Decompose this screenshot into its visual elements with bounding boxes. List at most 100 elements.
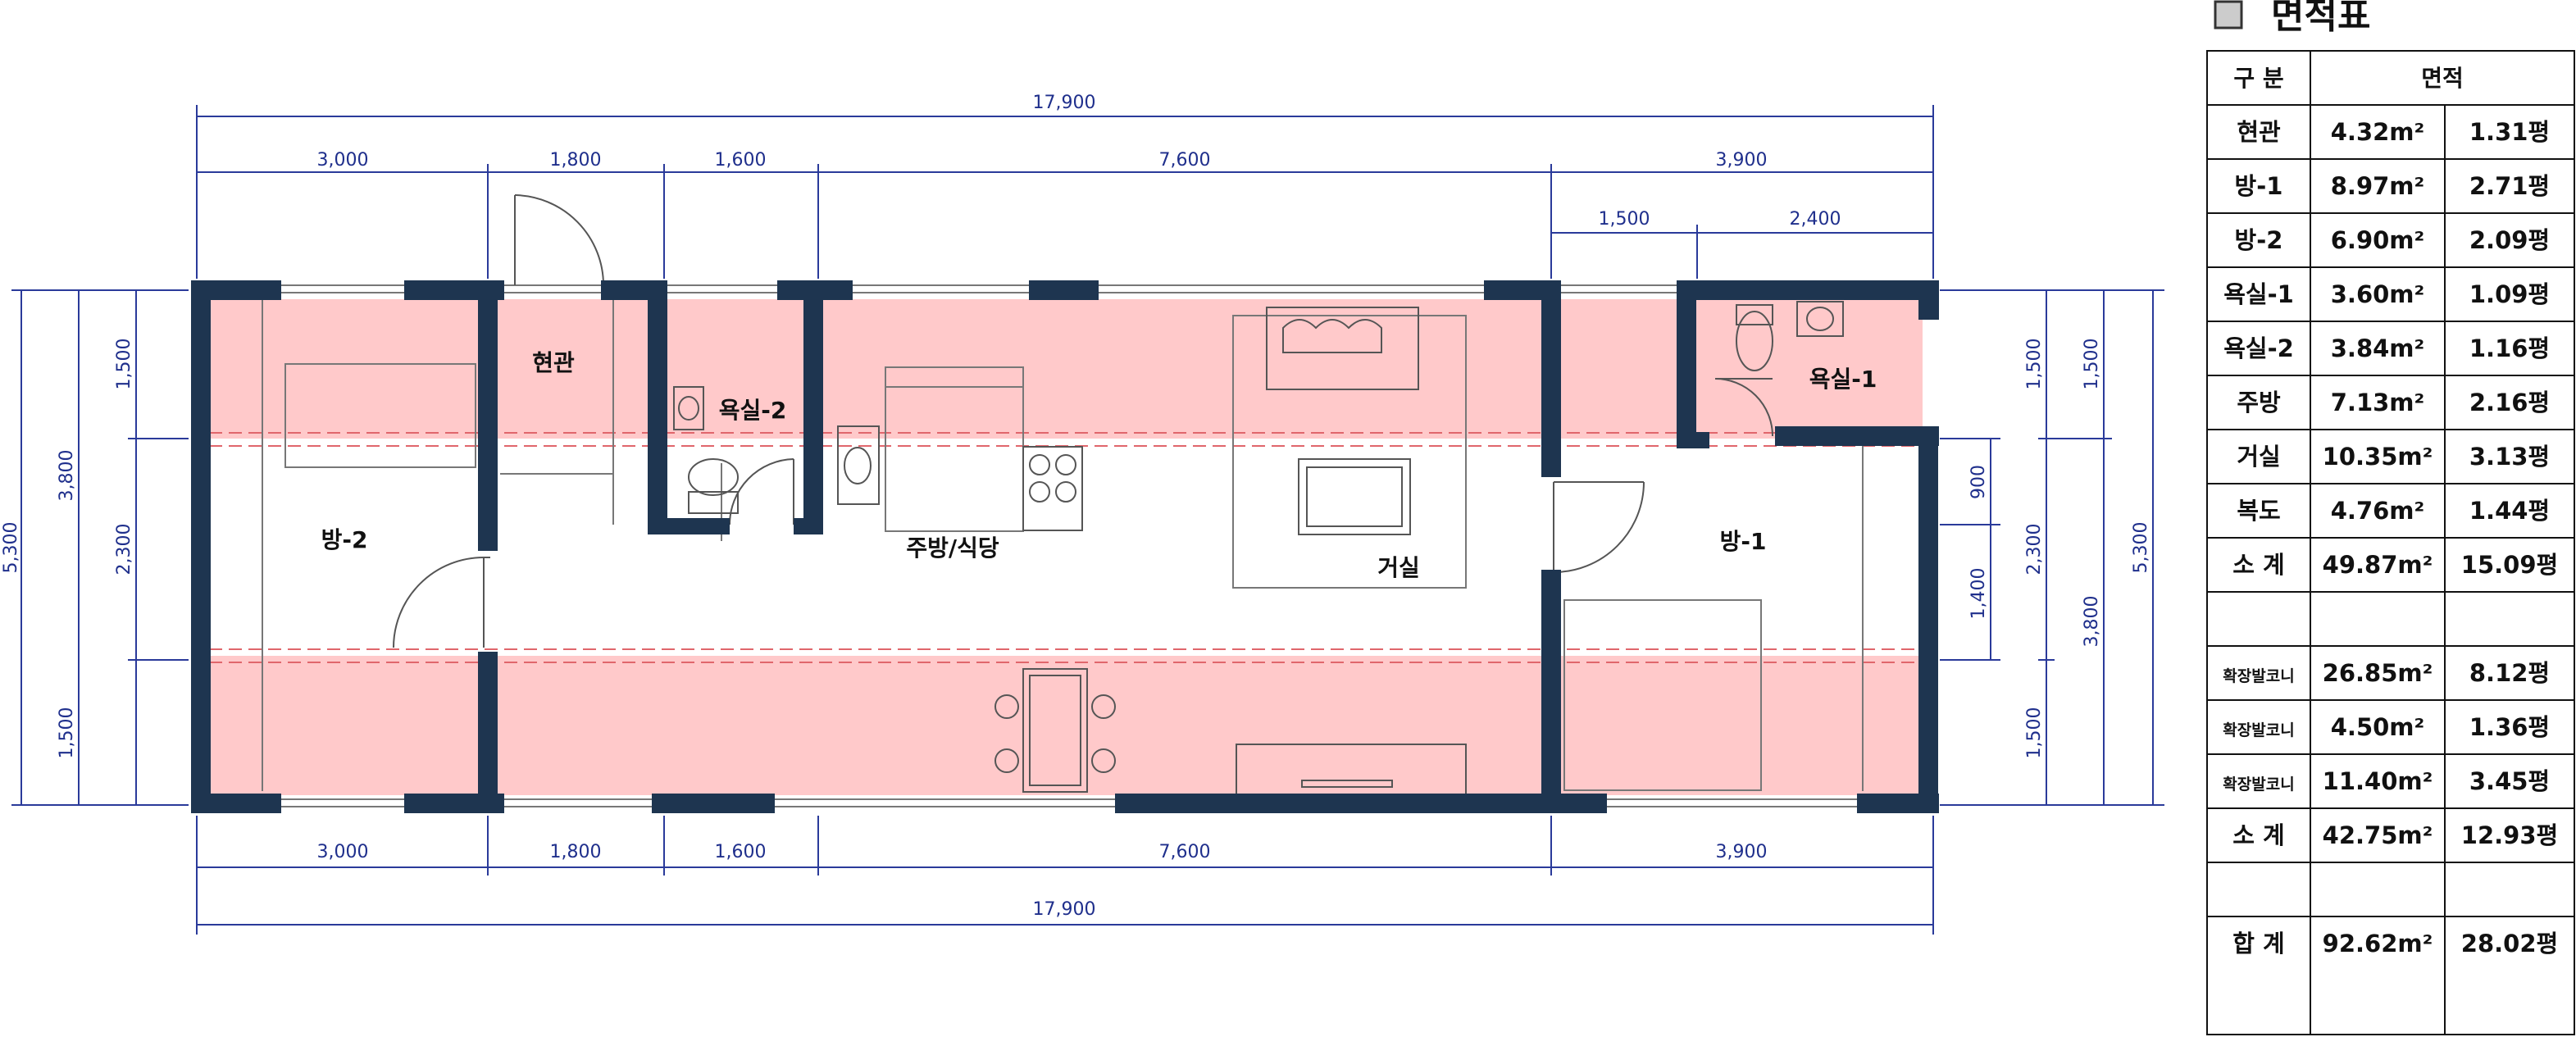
dim-top-2: 1,800 bbox=[550, 150, 602, 171]
table-row-cell-2: 2.09평 bbox=[2469, 226, 2550, 254]
table-row-cell-0: 욕실-2 bbox=[2223, 334, 2294, 362]
table-row-cell-0: 주방 bbox=[2237, 389, 2281, 416]
dim-top-total: 17,900 bbox=[1033, 93, 1096, 113]
table-balcony-row-cell-2: 3.45평 bbox=[2469, 767, 2550, 795]
table-title-square-icon bbox=[2214, 0, 2243, 30]
doors bbox=[393, 194, 1773, 648]
dim-bottom-1: 3,000 bbox=[317, 842, 369, 862]
table-row-cell-0: 방-1 bbox=[2235, 172, 2283, 200]
dim-left-inner-2: 2,300 bbox=[114, 524, 134, 575]
dim-right-a-2: 2,300 bbox=[2024, 524, 2045, 575]
dim-top-3: 1,600 bbox=[715, 150, 767, 171]
table-row-cell-2: 1.09평 bbox=[2469, 280, 2550, 308]
table-balcony-row-cell-0: 확장발코니 bbox=[2223, 666, 2294, 685]
table-balcony-row-cell-0: 확장발코니 bbox=[2223, 721, 2294, 739]
dim-left-mid: 3,800 bbox=[57, 450, 77, 502]
stove-icon bbox=[1022, 446, 1083, 531]
dim-left-outer: 5,300 bbox=[1, 522, 21, 574]
table-total-cell-0: 합 계 bbox=[2232, 930, 2284, 957]
washbasin-icon bbox=[1796, 301, 1844, 337]
table-row-cell-1: 3.60m² bbox=[2331, 280, 2424, 308]
room-label-living: 거실 bbox=[1377, 554, 1420, 581]
table-total-cell-1: 92.62m² bbox=[2323, 930, 2433, 957]
table-row-cell-1: 4.32m² bbox=[2331, 118, 2424, 146]
dim-right-outer: 5,300 bbox=[2131, 522, 2151, 574]
table-row-cell-1: 6.90m² bbox=[2331, 226, 2424, 254]
room-label-bath1: 욕실-1 bbox=[1809, 366, 1877, 393]
table-header-category: 구 분 bbox=[2233, 65, 2283, 92]
dim-right-a-1: 1,500 bbox=[2024, 339, 2045, 390]
toilet-icon bbox=[1736, 311, 1773, 371]
dim-right-inner-2: 1,400 bbox=[1968, 568, 1989, 620]
table-row-cell-0: 소 계 bbox=[2232, 551, 2284, 579]
table-row-cell-1: 8.97m² bbox=[2331, 172, 2424, 200]
room-label-bath2: 욕실-2 bbox=[719, 397, 787, 424]
table-balcony-row-cell-0: 소 계 bbox=[2232, 821, 2284, 849]
table-row-cell-1: 3.84m² bbox=[2331, 334, 2424, 362]
room-label-entrance: 현관 bbox=[532, 349, 575, 376]
dim-bottom-3: 1,600 bbox=[715, 842, 767, 862]
dim-top-sub-2: 2,400 bbox=[1790, 209, 1841, 230]
table-row-cell-2: 3.13평 bbox=[2469, 443, 2550, 471]
table-balcony-row-cell-2: 1.36평 bbox=[2469, 713, 2550, 741]
balcony-shading bbox=[209, 299, 1923, 795]
dim-right-b-1: 1,500 bbox=[2082, 339, 2102, 390]
sink-icon bbox=[837, 425, 880, 505]
table-row-cell-2: 2.16평 bbox=[2469, 389, 2550, 416]
table-balcony-row-cell-2: 8.12평 bbox=[2469, 659, 2550, 687]
room-label-room2: 방-2 bbox=[321, 526, 368, 553]
table-row-cell-2: 15.09평 bbox=[2461, 551, 2558, 579]
walls bbox=[191, 280, 1939, 813]
table-row-cell-2: 1.16평 bbox=[2469, 334, 2550, 362]
table-row-cell-0: 현관 bbox=[2237, 118, 2281, 146]
table-balcony-row-cell-0: 확장발코니 bbox=[2223, 775, 2294, 794]
sofa-icon bbox=[1266, 307, 1419, 390]
table-row-cell-2: 1.31평 bbox=[2469, 118, 2550, 146]
dim-bottom-5: 3,900 bbox=[1716, 842, 1768, 862]
room-label-kitchen: 주방/식당 bbox=[906, 534, 999, 562]
table-balcony-row-cell-2: 12.93평 bbox=[2461, 821, 2558, 849]
furniture bbox=[673, 301, 1844, 796]
toilet-icon bbox=[688, 458, 739, 496]
dim-right-a-3: 1,500 bbox=[2024, 707, 2045, 759]
table-row-cell-2: 2.71평 bbox=[2469, 172, 2550, 200]
table-row-cell-0: 복도 bbox=[2237, 497, 2280, 525]
table-title: 면적표 bbox=[2271, 0, 2370, 37]
table-row-cell-2: 1.44평 bbox=[2469, 497, 2550, 525]
table-row-cell-0: 욕실-1 bbox=[2223, 280, 2294, 308]
dimension-lines bbox=[11, 105, 2164, 935]
table-header-area: 면적 bbox=[2421, 65, 2464, 92]
table-row-cell-0: 방-2 bbox=[2235, 226, 2283, 254]
dim-left-inner-1: 1,500 bbox=[114, 339, 134, 390]
table-balcony-row-cell-1: 42.75m² bbox=[2323, 821, 2433, 849]
dimension-labels: 17,900 3,000 1,800 1,600 7,600 3,900 1,5… bbox=[1, 93, 2151, 920]
balcony-south bbox=[209, 656, 1923, 795]
dim-bottom-total: 17,900 bbox=[1033, 899, 1096, 920]
dim-top-4: 7,600 bbox=[1159, 150, 1211, 171]
table-balcony-row-cell-1: 26.85m² bbox=[2323, 659, 2433, 687]
washbasin-icon bbox=[673, 386, 704, 430]
table-icon bbox=[1298, 458, 1411, 535]
room-label-room1: 방-1 bbox=[1720, 528, 1767, 555]
dim-bottom-2: 1,800 bbox=[550, 842, 602, 862]
room-labels: 현관 욕실-2 방-2 주방/식당 거실 욕실-1 방-1 bbox=[321, 349, 1877, 581]
dim-left-inner-3: 1,500 bbox=[57, 707, 77, 759]
table-row-cell-1: 10.35m² bbox=[2323, 443, 2433, 471]
table-row-cell-0: 거실 bbox=[2237, 443, 2280, 471]
table-total-cell-2: 28.02평 bbox=[2461, 930, 2558, 957]
dim-top-1: 3,000 bbox=[317, 150, 369, 171]
dim-right-inner-1: 900 bbox=[1968, 465, 1989, 499]
dim-bottom-4: 7,600 bbox=[1159, 842, 1211, 862]
table-row-cell-1: 7.13m² bbox=[2331, 389, 2424, 416]
dim-top-5: 3,900 bbox=[1716, 150, 1768, 171]
table-row-cell-1: 49.87m² bbox=[2323, 551, 2433, 579]
dim-top-sub-1: 1,500 bbox=[1599, 209, 1650, 230]
table-row-cell-1: 4.76m² bbox=[2331, 497, 2424, 525]
table-balcony-row-cell-1: 11.40m² bbox=[2323, 767, 2433, 795]
balcony-north bbox=[209, 299, 1923, 439]
table-balcony-row-cell-1: 4.50m² bbox=[2331, 713, 2424, 741]
dim-right-b-2: 3,800 bbox=[2082, 596, 2102, 648]
dining-table-icon bbox=[1022, 668, 1088, 793]
